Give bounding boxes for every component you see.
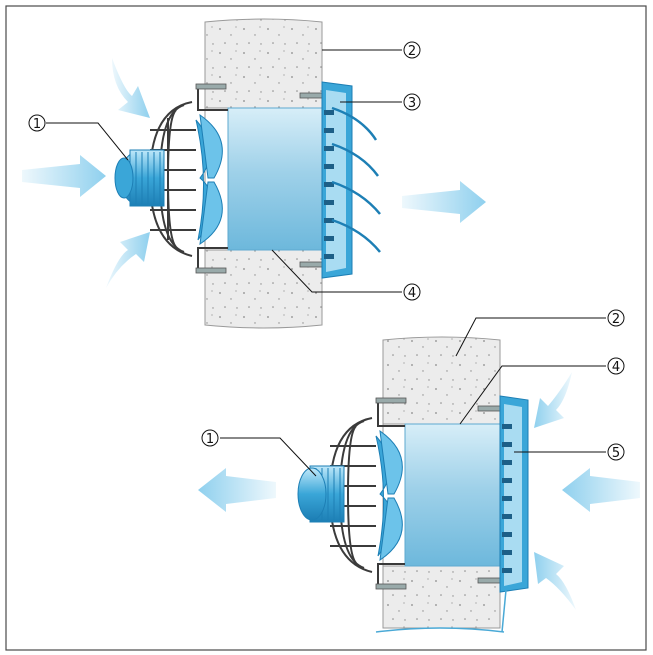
grille-bottom — [499, 395, 529, 633]
top-assembly: 2 3 1 4 — [22, 18, 486, 329]
svg-text:2: 2 — [612, 312, 620, 327]
svg-text:3: 3 — [408, 96, 416, 111]
svg-text:1: 1 — [206, 432, 214, 447]
sleeve-top — [227, 107, 325, 251]
impeller-top — [195, 113, 223, 246]
callouts-top — [46, 49, 402, 293]
callout-4-bottom: 4 — [607, 357, 625, 375]
svg-text:4: 4 — [612, 360, 620, 375]
callout-2-top: 2 — [403, 41, 421, 59]
svg-text:1: 1 — [33, 117, 41, 132]
wall-top — [204, 18, 323, 329]
figure-frame — [5, 5, 647, 651]
svg-text:4: 4 — [408, 286, 416, 301]
callouts-bottom — [220, 317, 606, 477]
airflow-arrow — [198, 372, 640, 610]
wall-bottom — [375, 336, 505, 633]
svg-text:5: 5 — [612, 446, 620, 461]
callout-2-bottom: 2 — [607, 309, 625, 327]
svg-text:2: 2 — [408, 44, 416, 59]
mounting-bracket-bottom — [377, 402, 405, 586]
callout-4-top: 4 — [403, 283, 421, 301]
callout-5-bottom: 5 — [607, 443, 625, 461]
callout-3-top: 3 — [403, 93, 421, 111]
grille-slats — [502, 424, 512, 573]
bottom-assembly: 2 4 5 1 — [198, 309, 640, 633]
motor-bottom — [297, 465, 345, 523]
mounting-bracket-top — [197, 88, 228, 268]
callout-1-top: 1 — [28, 114, 46, 132]
impeller-bottom — [375, 429, 403, 562]
airflow-arrow — [22, 58, 486, 288]
callout-1-bottom: 1 — [201, 429, 219, 447]
motor-top — [114, 149, 165, 207]
shutter-top — [321, 81, 381, 279]
sleeve-bottom — [404, 423, 503, 567]
shutter-louvers — [324, 110, 334, 259]
